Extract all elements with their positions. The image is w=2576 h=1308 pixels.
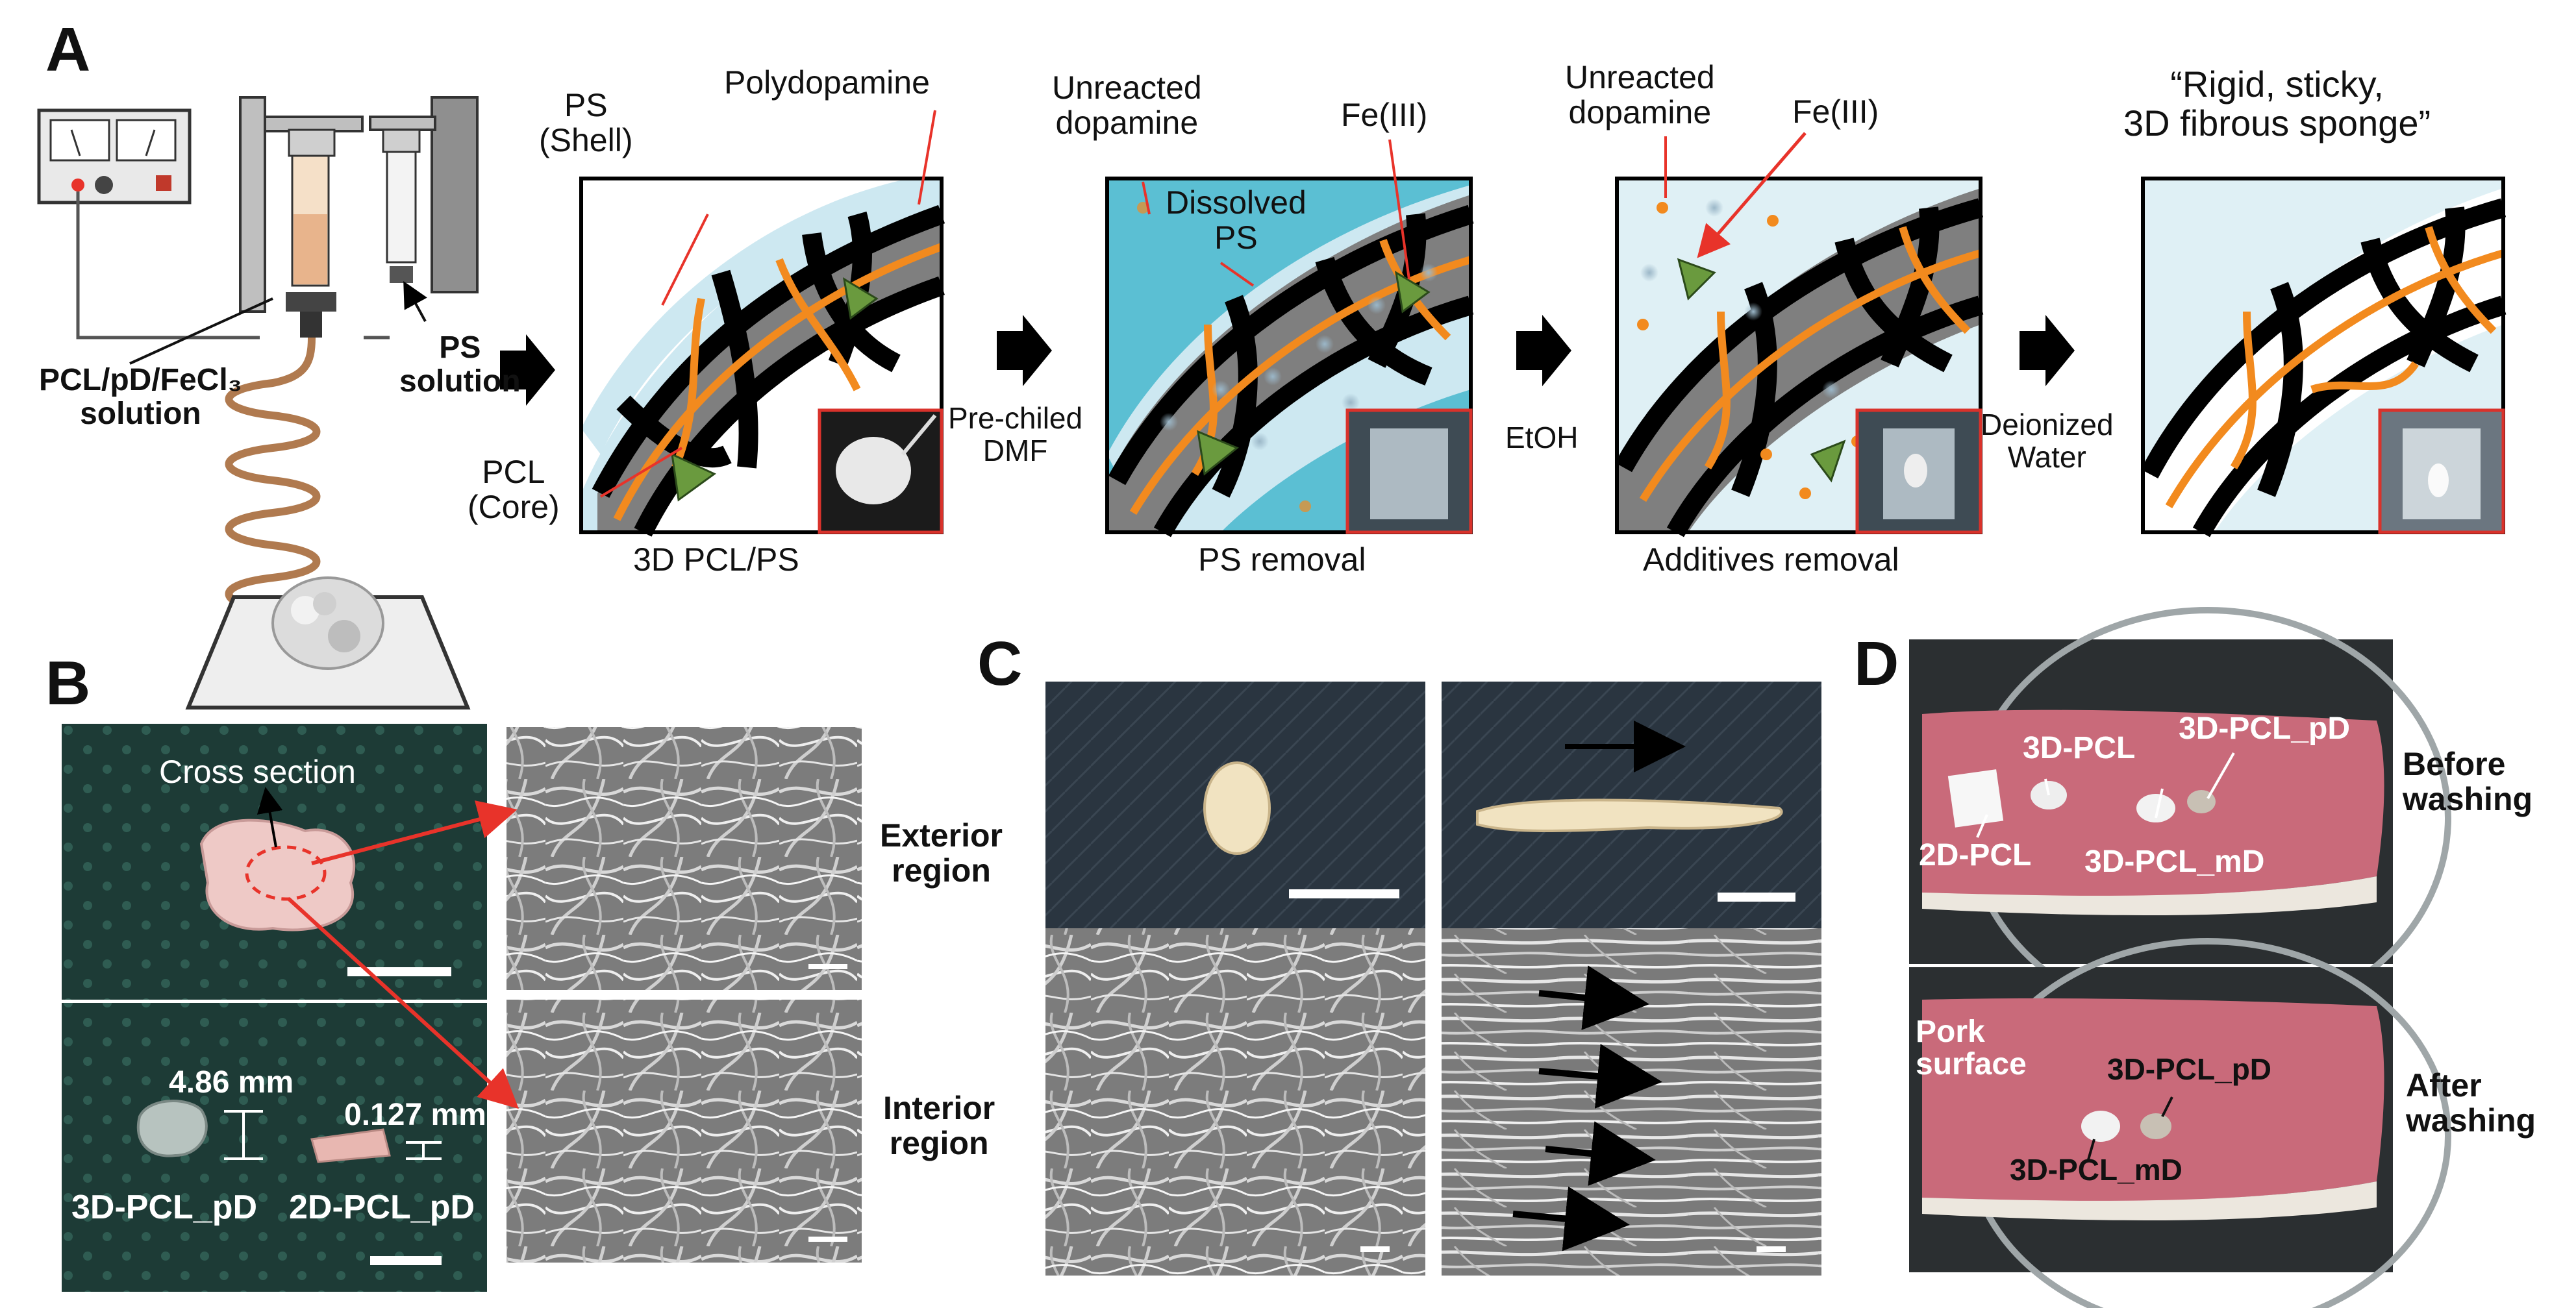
panel-d-photos <box>1909 607 2451 1308</box>
panel-letter-c: C <box>977 629 1023 698</box>
pcl-core-label: PCL (Core) <box>468 454 560 525</box>
step-label-water: Deionized Water <box>1981 408 2114 474</box>
fe-triangle-icon <box>671 452 716 502</box>
pork-surface-label: Pork surface <box>1916 1015 2027 1082</box>
unreacted-dopamine-label-2: Unreacted dopamine <box>1565 59 1715 130</box>
fe-triangle-icon <box>1677 258 1716 301</box>
stage-box-2 <box>1105 139 1474 537</box>
sem-aligned <box>1442 928 1821 1276</box>
label-2d-pcl: 2D-PCL <box>1919 838 2032 872</box>
ps-solution-leader <box>403 280 427 322</box>
exterior-arrow <box>311 800 518 865</box>
label-3d-pcl-pd-before: 3D-PCL_pD <box>2179 711 2351 746</box>
scale-bar <box>1289 889 1399 898</box>
interior-region-label: Interior region <box>883 1090 995 1161</box>
sponge-photo-bottom <box>62 1003 487 1292</box>
scale-bar <box>808 964 847 969</box>
panel-c-photos <box>1045 682 1821 1276</box>
ps-solution-label: PS solution <box>399 330 521 399</box>
syringe-ps-icon <box>386 151 417 264</box>
sample-2d-label: 2D-PCL_pD <box>289 1189 475 1226</box>
panel-letter-d: D <box>1854 629 1899 698</box>
pcl-solution-leader <box>129 297 273 365</box>
ps-shell-leader <box>661 214 709 306</box>
step-label-dmf: Pre-chiled DMF <box>948 401 1083 467</box>
sem-relaxed <box>1045 928 1425 1276</box>
fe-triangle-icon <box>842 277 879 320</box>
process-arrow-icon <box>997 315 1052 386</box>
scale-bar <box>1360 1246 1390 1252</box>
fe-leader-1 <box>1388 139 1410 280</box>
label-3d-pcl: 3D-PCL <box>2023 731 2136 765</box>
pcl-core-leader <box>599 447 683 498</box>
sem-interior <box>506 1000 862 1263</box>
cross-section-dashed-ellipse <box>245 845 327 901</box>
stage-caption-3: Additives removal <box>1643 541 1899 578</box>
scale-bar <box>808 1237 847 1242</box>
panel-letter-b: B <box>45 648 91 718</box>
process-arrow-icon <box>500 334 555 406</box>
electrospinning-apparatus <box>37 96 479 710</box>
fe3-label-1: Fe(III) <box>1341 97 1428 133</box>
fe-leader-2 <box>1697 132 1807 258</box>
ps-shell-label: PS (Shell) <box>539 87 633 158</box>
stage-box-1 <box>579 110 945 537</box>
stage-caption-1: 3D PCL/PS <box>633 541 799 578</box>
label-3d-pcl-pd-after: 3D-PCL_pD <box>2107 1052 2272 1086</box>
process-arrow-icon <box>1516 315 1571 386</box>
after-washing-label: After washing <box>2406 1067 2536 1139</box>
dissolved-ps-label: Dissolved PS <box>1166 184 1307 256</box>
step-label-etoh: EtOH <box>1505 421 1579 454</box>
sample-3d-label: 3D-PCL_pD <box>71 1189 258 1226</box>
polydopamine-leader <box>918 110 936 205</box>
dissolved-ps-dots <box>1137 202 1438 512</box>
panel-letter-a: A <box>45 15 91 84</box>
label-3d-pcl-md-after: 3D-PCL_mD <box>2010 1153 2182 1187</box>
dissolved-ps-leader <box>1219 262 1255 287</box>
unreacted-dopamine-leader <box>1142 181 1151 215</box>
fe-triangle-icon <box>1810 439 1846 483</box>
scale-bar <box>370 1256 442 1265</box>
final-quote-label: “Rigid, sticky, 3D fibrous sponge” <box>2123 64 2431 144</box>
cross-section-label: Cross section <box>159 754 356 790</box>
interior-arrow <box>287 897 519 1109</box>
unreacted-dopamine-label-1: Unreacted dopamine <box>1052 69 1202 141</box>
polydopamine-label: Polydopamine <box>724 64 930 101</box>
stage-caption-2: PS removal <box>1198 541 1366 578</box>
thickness-2d-label: 0.127 mm <box>344 1098 486 1132</box>
stage-box-4 <box>2140 177 2507 537</box>
fe3-label-2: Fe(III) <box>1792 93 1879 130</box>
stage-box-3 <box>1614 132 1984 537</box>
fe-triangle-icon <box>1394 271 1431 314</box>
scale-bar <box>1718 893 1795 902</box>
sponge-icon <box>271 576 384 670</box>
thickness-3d-label: 4.86 mm <box>169 1065 294 1100</box>
process-arrows <box>500 315 2075 406</box>
process-arrow-icon <box>2020 315 2075 386</box>
label-3d-pcl-md-before: 3D-PCL_mD <box>2084 845 2265 879</box>
exterior-region-label: Exterior region <box>880 817 1003 889</box>
scale-bar <box>1757 1246 1786 1252</box>
fe-triangle-icon <box>1197 430 1239 476</box>
pcl-solution-label: PCL/pD/FeCl₃ solution <box>39 363 242 431</box>
sem-exterior <box>506 727 862 990</box>
before-washing-label: Before washing <box>2403 746 2533 817</box>
panel-b-photos <box>62 724 862 1292</box>
